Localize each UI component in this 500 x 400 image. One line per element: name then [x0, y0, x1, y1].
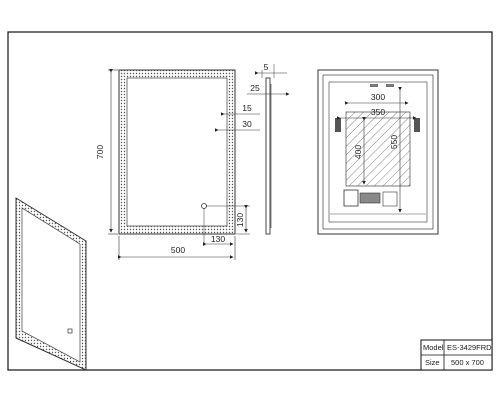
perspective-view: [15, 197, 87, 371]
size-label: Size: [425, 358, 440, 367]
front-mirror-inner: [126, 77, 228, 227]
width-dimension-label: 500: [171, 245, 185, 255]
connector-icon: [382, 191, 398, 207]
height-dimension-label: 700: [95, 145, 105, 159]
dim-300-label: 300: [371, 92, 385, 102]
perspective-mirror-inner: [21, 207, 81, 363]
dim-550-label: 550: [389, 135, 399, 149]
driver-box: [343, 189, 359, 207]
title-block: Model ES-3429FRD Size 500 x 700: [420, 339, 493, 371]
top-notch-left: [370, 84, 378, 87]
top-notch-right: [386, 84, 394, 87]
border-15-label: 15: [242, 103, 252, 113]
model-label: Model: [423, 343, 444, 352]
back-view: 300 350 400 550: [317, 69, 439, 235]
side-view: 5 25: [247, 62, 290, 235]
side-profile: [265, 77, 271, 235]
depth-25-label: 25: [250, 83, 260, 93]
front-view: 700 500 130 130 15 30: [95, 69, 260, 260]
dim-400-label: 400: [353, 145, 363, 159]
depth-5-label: 5: [264, 62, 269, 72]
left-bracket-icon: [335, 118, 341, 132]
switch-offset-y-label: 130: [235, 213, 245, 227]
right-bracket-icon: [414, 118, 420, 132]
power-supply-icon: [359, 192, 381, 204]
dim-350-label: 350: [371, 107, 385, 117]
perspective-switch-icon: [67, 328, 73, 334]
size-value: 500 x 700: [451, 358, 484, 367]
switch-offset-x-label: 130: [211, 234, 225, 244]
border-30-label: 30: [242, 119, 252, 129]
model-value: ES-3429FRD: [447, 343, 492, 352]
sheet-border: [7, 31, 493, 371]
